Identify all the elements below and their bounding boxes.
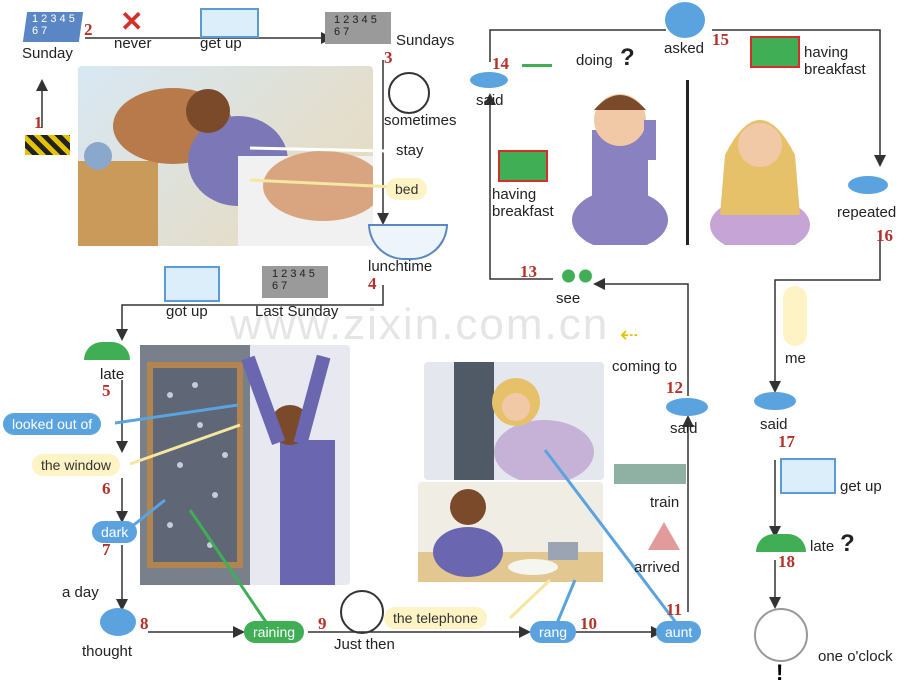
coming-icon: ⇠ — [620, 322, 639, 347]
doing-icon — [522, 36, 552, 67]
label-having: having — [492, 186, 537, 203]
step-number: 1 — [34, 113, 43, 132]
label-raining: raining — [244, 621, 305, 643]
step-number: 5 — [102, 381, 111, 400]
step-number: 16 — [876, 226, 893, 245]
step-number: 13 — [520, 262, 537, 281]
step-number: 17 — [778, 432, 795, 451]
label-bed: bed — [386, 178, 428, 200]
label-aunt: aunt — [656, 621, 702, 643]
step-number: 18 — [778, 552, 795, 571]
label-said: said — [760, 416, 788, 433]
step-number: 8 — [140, 614, 149, 633]
label-sometimes: sometimes — [384, 112, 457, 129]
label-said: said — [670, 420, 698, 437]
late-icon — [756, 534, 806, 552]
label-doing: doing — [576, 52, 613, 69]
lips-icon — [470, 72, 508, 88]
question-icon: ? — [840, 530, 855, 557]
train-icon — [614, 464, 686, 484]
step-number: 11 — [666, 600, 683, 619]
step-number: 2 — [84, 20, 93, 39]
label-dark: dark — [92, 521, 138, 543]
step-number: 4 — [368, 274, 377, 293]
label-got-up: got up — [166, 303, 208, 320]
label-coming-to: coming to — [612, 358, 678, 375]
eyes-icon — [560, 268, 594, 284]
arrived-icon — [648, 522, 680, 550]
step-number: 6 — [102, 479, 111, 498]
clock-icon — [754, 608, 808, 662]
breakfast-icon — [750, 36, 800, 68]
clock-icon — [340, 590, 384, 634]
lips-icon — [666, 398, 708, 416]
label-repeated: repeated — [837, 204, 897, 221]
late-icon — [84, 342, 130, 360]
get-up-icon — [780, 458, 836, 494]
label-arrived: arrived — [634, 559, 680, 576]
step-number: 3 — [384, 48, 393, 67]
window-rain-illustration — [140, 345, 350, 585]
face-icon — [665, 2, 705, 38]
boy-breakfast-illustration — [418, 482, 603, 582]
label-just-then: Just then — [334, 636, 395, 653]
lips-icon — [754, 392, 796, 410]
label-having: having — [804, 44, 849, 61]
calendar-text: 1 2 3 4 5 6 7 — [334, 14, 377, 38]
clock-icon — [388, 72, 430, 114]
label-never: never — [114, 35, 152, 52]
calendar-icon — [262, 266, 328, 298]
man-phone-illustration — [570, 80, 675, 250]
step-number: 9 — [318, 614, 327, 633]
calendar-icon — [325, 12, 391, 44]
label-late: late — [810, 538, 835, 555]
step-number: 12 — [666, 378, 683, 397]
label-lunchtime: lunchtime — [368, 258, 433, 275]
get-up-icon — [200, 8, 259, 38]
watermark: www.zixin.com.cn — [230, 300, 610, 349]
cross-icon: ✕ — [120, 6, 144, 37]
woman-phone-illustration — [705, 95, 820, 253]
label-breakfast: breakfast — [804, 61, 866, 78]
label-sundays: Sundays — [396, 32, 455, 49]
label-the-window: the window — [32, 454, 121, 476]
label-get-up: get up — [840, 478, 882, 495]
label-looked-out-of: looked out of — [3, 413, 102, 435]
label-get-up: get up — [200, 35, 242, 52]
step-number: 10 — [580, 614, 597, 633]
breakfast-icon — [498, 150, 548, 182]
calendar-text: 1 2 3 4 5 6 7 — [32, 13, 75, 37]
label-a-day: a day — [62, 584, 99, 601]
label-me: me — [785, 350, 806, 367]
bed-scene-illustration — [78, 66, 383, 246]
label-one-oclock: one o'clock — [818, 648, 893, 665]
label-breakfast: breakfast — [492, 203, 554, 220]
label-late: late — [100, 366, 125, 383]
label-train: train — [650, 494, 680, 511]
lips-icon — [848, 176, 888, 194]
label-see: see — [556, 290, 581, 307]
me-icon — [783, 286, 807, 346]
step-number: 7 — [102, 540, 111, 559]
label-thought: thought — [82, 643, 133, 660]
label-stay: stay — [396, 142, 424, 159]
hatched-box-icon — [25, 135, 70, 155]
divider-line — [686, 80, 689, 245]
step-number: 15 — [712, 30, 729, 49]
label-last-sunday: Last Sunday — [255, 303, 339, 320]
exclamation-icon: ! — [776, 660, 784, 685]
thought-icon — [100, 608, 136, 636]
label-sunday: Sunday — [22, 45, 73, 62]
label-asked: asked — [664, 40, 705, 57]
aunt-phone-illustration — [424, 362, 604, 484]
question-icon: ? — [620, 44, 635, 71]
step-number: 14 — [492, 54, 509, 73]
label-said: said — [476, 92, 504, 109]
get-up-icon — [164, 266, 220, 302]
label-rang: rang — [530, 621, 577, 643]
label-the-telephone: the telephone — [384, 607, 487, 629]
calendar-text: 1 2 3 4 5 6 7 — [272, 268, 315, 292]
